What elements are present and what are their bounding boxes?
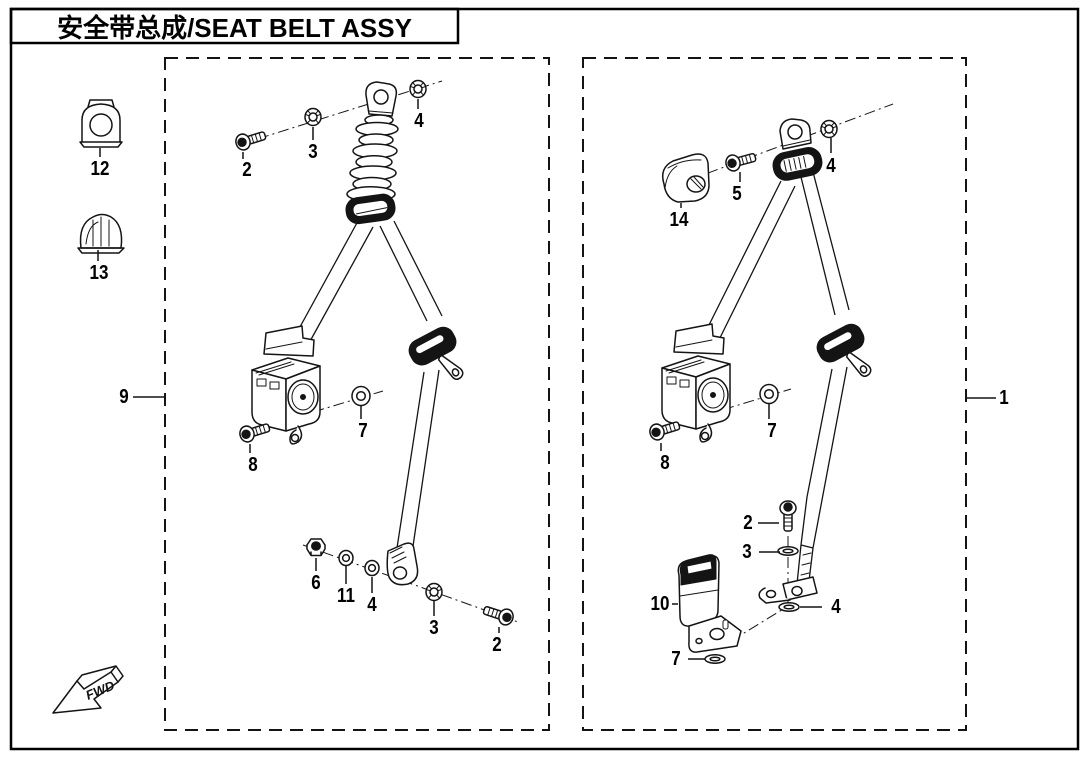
right-leader-lines bbox=[660, 138, 996, 660]
buckle bbox=[677, 554, 720, 627]
pivot-anchor bbox=[772, 118, 823, 181]
pivot-bolt bbox=[723, 148, 759, 174]
title-frame bbox=[9, 7, 460, 45]
pivot-cover-part bbox=[661, 153, 710, 203]
left-assembly-panel bbox=[164, 57, 550, 731]
shoulder-washer bbox=[409, 79, 427, 99]
anchor-washer bbox=[777, 546, 799, 556]
callout-belt-guide: 12 bbox=[90, 158, 110, 180]
lap-webbing bbox=[396, 369, 440, 554]
page-title: 安全带总成/SEAT BELT ASSY bbox=[57, 12, 412, 43]
callout-right-nut-top: 4 bbox=[826, 155, 836, 177]
retractor-washer bbox=[351, 385, 371, 407]
lower-nut bbox=[425, 582, 443, 602]
callout-left-washer-top: 4 bbox=[414, 110, 424, 132]
callout-right-washer-bracket: 7 bbox=[671, 648, 681, 670]
callout-left-bolt-top: 2 bbox=[242, 159, 252, 181]
callout-right-washer-anchor: 3 bbox=[742, 541, 752, 563]
callout-left-nut-top: 3 bbox=[308, 141, 318, 163]
lower-washer bbox=[778, 602, 800, 612]
left-leader-lines bbox=[97, 99, 500, 633]
retractor-washer bbox=[759, 383, 779, 405]
shoulder-nut bbox=[304, 107, 322, 127]
shoulder-webbing bbox=[288, 220, 443, 355]
anchor-nut bbox=[306, 538, 326, 557]
buckle-bracket bbox=[688, 615, 742, 653]
callout-left-spring-washer: 11 bbox=[337, 585, 355, 607]
latch-plate bbox=[812, 319, 882, 392]
callout-right-bolt-anchor: 2 bbox=[743, 512, 753, 534]
pivot-nut bbox=[820, 119, 838, 139]
retractor-bracket bbox=[263, 325, 315, 357]
lower-bolt bbox=[480, 601, 516, 628]
anchor-bolt bbox=[779, 500, 797, 532]
callout-left-cover: 13 bbox=[89, 262, 109, 284]
right-assembly-panel bbox=[582, 57, 967, 731]
lap-webbing bbox=[796, 366, 848, 585]
belt-guide-part bbox=[79, 99, 123, 148]
anchor-cover-part bbox=[77, 213, 125, 254]
callout-right-cover: 14 bbox=[669, 209, 689, 231]
retractor-bracket bbox=[673, 323, 725, 355]
callout-left-nut-lower: 3 bbox=[429, 617, 439, 639]
left-assembly-drawing bbox=[77, 79, 519, 633]
callout-left-washer-anchor: 4 bbox=[367, 594, 377, 616]
callout-right-bolt-top: 5 bbox=[732, 183, 742, 205]
shoulder-webbing bbox=[698, 171, 850, 353]
latch-plate bbox=[404, 322, 474, 395]
drawing-border bbox=[9, 7, 1080, 751]
shoulder-bolt bbox=[233, 126, 269, 153]
shoulder-anchor bbox=[365, 81, 398, 117]
bellows-sleeve bbox=[346, 114, 399, 202]
right-assembly-drawing bbox=[647, 103, 996, 664]
callout-left-bolt-retr: 8 bbox=[248, 454, 258, 476]
ref-label-left-assembly: 9 bbox=[119, 386, 129, 408]
bracket-washer bbox=[704, 654, 726, 664]
belt-loop bbox=[345, 193, 396, 225]
callout-left-washer-retr: 7 bbox=[358, 420, 368, 442]
callout-left-nut-anchor: 6 bbox=[311, 572, 321, 594]
callout-right-washer-lower: 4 bbox=[831, 596, 841, 618]
belt-anchor-foot bbox=[758, 576, 818, 604]
callout-left-bolt-anchor: 2 bbox=[492, 634, 502, 656]
ref-label-right-assembly: 1 bbox=[999, 387, 1009, 409]
callout-right-bolt-retr: 8 bbox=[660, 452, 670, 474]
lower-anchor-plate bbox=[386, 542, 419, 586]
anchor-spring-washer bbox=[338, 549, 354, 567]
callout-right-washer-retr: 7 bbox=[767, 420, 777, 442]
fwd-label: FWD bbox=[84, 678, 118, 703]
callout-buckle: 10 bbox=[650, 593, 670, 615]
anchor-washer bbox=[364, 559, 380, 577]
fwd-arrow: FWD bbox=[52, 665, 124, 714]
